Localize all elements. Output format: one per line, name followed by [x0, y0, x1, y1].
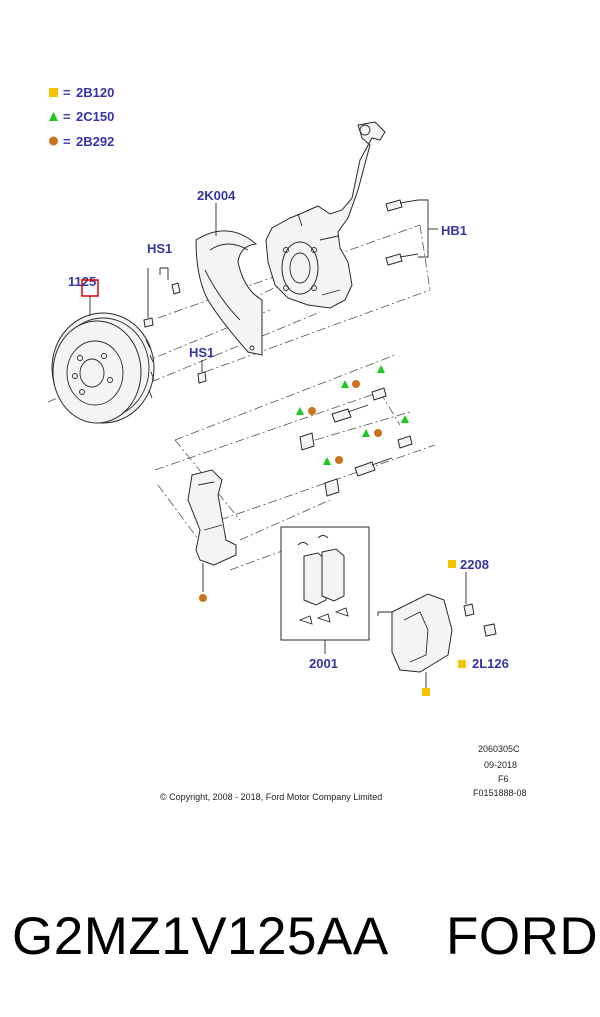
legend-equals-2: = [63, 109, 71, 124]
shield-screws [143, 267, 207, 384]
label-hs1-top: HS1 [147, 241, 172, 256]
meta-line-3: F6 [498, 774, 509, 784]
diagram-meta: 2060305C 09-2018 F6 F0151888-08 © Copyri… [160, 744, 527, 802]
legend-square-icon [49, 88, 58, 97]
label-hb1: HB1 [441, 223, 467, 238]
triangle-marker-icon [362, 429, 370, 437]
steering-knuckle [265, 121, 386, 309]
circle-marker-icon [199, 594, 207, 602]
circle-marker-icon [335, 456, 343, 464]
legend-circle-icon [49, 136, 58, 146]
brake-caliper [377, 593, 497, 688]
meta-line-1: 2060305C [478, 744, 520, 754]
legend-equals-3: = [63, 134, 71, 149]
guide-pins [299, 387, 413, 497]
circle-marker-icon [308, 407, 316, 415]
circle-marker-icon [374, 429, 382, 437]
square-marker-icon [448, 560, 456, 568]
brake-assembly-diagram: = 2B120 = 2C150 = 2B292 [47, 85, 527, 802]
legend-code-2b120: 2B120 [76, 85, 114, 100]
caliper-bracket [187, 469, 237, 592]
part-number: G2MZ1V125AA [12, 907, 389, 966]
label-caliper: 2L126 [472, 656, 509, 671]
legend-code-2b292: 2B292 [76, 134, 114, 149]
label-hs1-bottom: HS1 [189, 345, 214, 360]
brand-name: FORD [446, 907, 599, 966]
lubricant-markers [199, 365, 409, 602]
dust-shield [195, 230, 263, 356]
copyright-text: © Copyright, 2008 - 2018, Ford Motor Com… [160, 792, 382, 802]
label-shield: 2K004 [197, 188, 236, 203]
triangle-marker-icon [377, 365, 385, 373]
triangle-marker-icon [401, 415, 409, 423]
triangle-marker-icon [323, 457, 331, 465]
meta-line-2: 09-2018 [484, 760, 517, 770]
legend: = 2B120 = 2C150 = 2B292 [49, 85, 114, 149]
triangle-marker-icon [341, 380, 349, 388]
legend-equals-1: = [63, 85, 71, 100]
triangle-marker-icon [296, 407, 304, 415]
square-marker-icon [458, 660, 466, 668]
pad-kit [280, 526, 370, 641]
brake-rotor [51, 312, 155, 424]
square-marker-icon [422, 688, 430, 696]
circle-marker-icon [352, 380, 360, 388]
label-caliper-bolt: 2208 [460, 557, 489, 572]
label-pads: 2001 [309, 656, 338, 671]
meta-line-4: F0151888-08 [473, 788, 527, 798]
part-labels: 2K004 HB1 HS1 HS1 1125 2001 2208 2L126 [68, 188, 509, 671]
torque-markers [422, 560, 466, 696]
legend-code-2c150: 2C150 [76, 109, 114, 124]
hub-bolts [385, 199, 438, 266]
legend-triangle-icon [49, 112, 58, 121]
